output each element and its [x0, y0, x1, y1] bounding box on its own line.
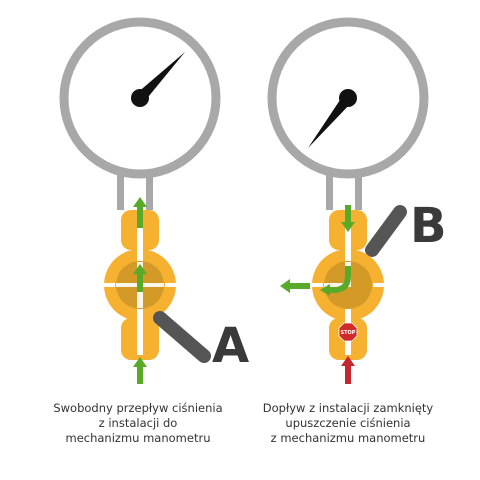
- caption-b: Dopływ z instalacji zamknięty upuszczeni…: [248, 401, 448, 446]
- gauge-b-pivot: [339, 89, 357, 107]
- caption-a-line: Swobodny przepływ ciśnienia: [53, 401, 223, 415]
- caption-a-line: z instalacji do: [98, 416, 178, 430]
- caption-b-line: upuszczenie ciśnienia: [285, 416, 411, 430]
- gauge-a-pivot: [131, 89, 149, 107]
- caption-b-line: z mechanizmu manometru: [270, 431, 426, 445]
- manometer-b: B STOP: [267, 17, 447, 384]
- manometer-a: A: [59, 17, 249, 384]
- gauge-b-stem: [326, 170, 362, 210]
- valve-a-label: A: [212, 318, 249, 374]
- gauge-a-needle: [136, 52, 185, 102]
- valve-b-label: B: [410, 198, 447, 254]
- blocked-arrow: [341, 356, 355, 384]
- valve-b-handle[interactable]: [365, 205, 407, 257]
- caption-a: Swobodny przepływ ciśnienia z instalacji…: [38, 401, 238, 446]
- caption-b-line: Dopływ z instalacji zamknięty: [262, 401, 434, 415]
- svg-text:STOP: STOP: [341, 330, 356, 336]
- caption-a-line: mechanizmu manometru: [65, 431, 211, 445]
- flow-arrows-b: [280, 205, 355, 296]
- stop-sign: STOP: [338, 322, 358, 342]
- valve-a-handle[interactable]: [153, 311, 211, 363]
- gauge-b-needle: [308, 94, 352, 148]
- flow-arrows-a: [133, 197, 147, 384]
